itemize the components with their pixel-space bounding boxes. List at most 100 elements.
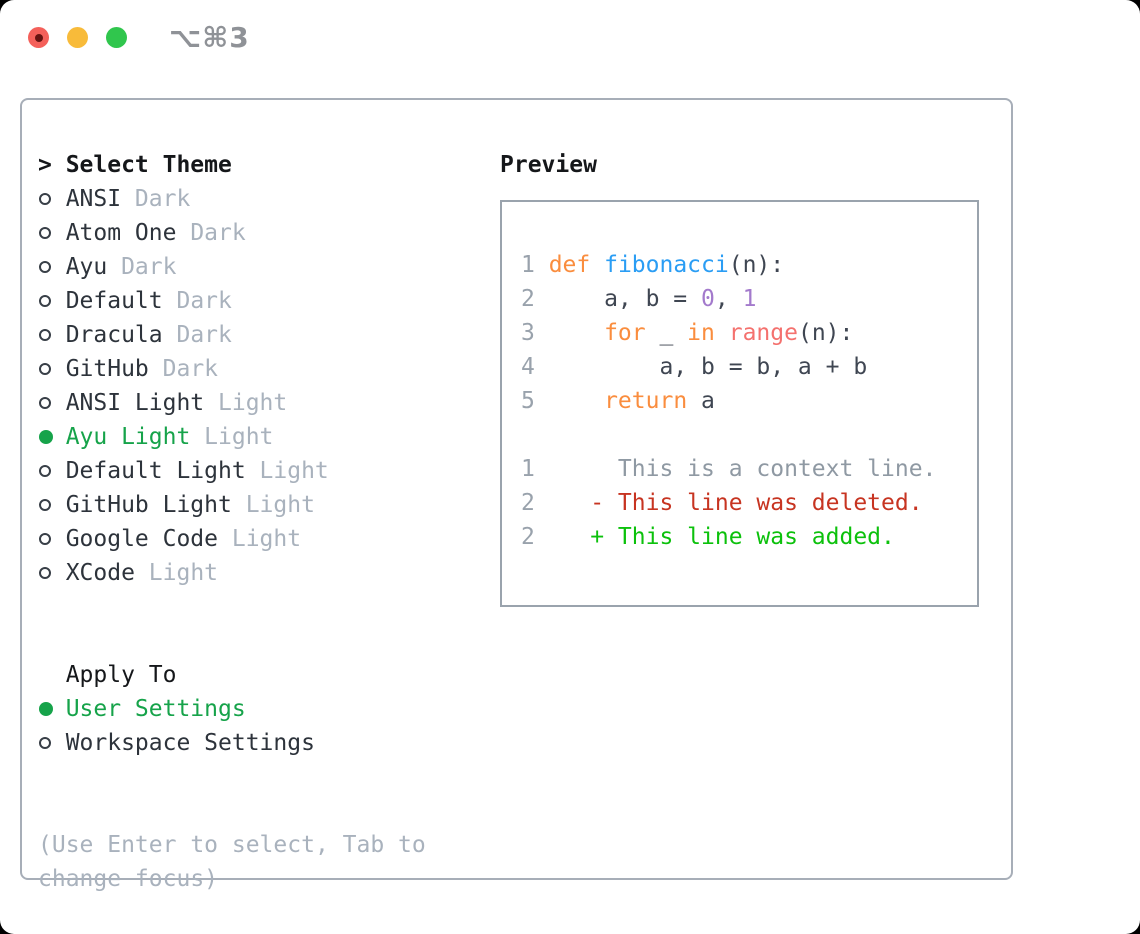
diff-line-context: 1 This is a context line.: [521, 452, 977, 486]
blank-line: [521, 418, 977, 452]
code-token: a: [687, 388, 715, 414]
apply-to-option[interactable]: User Settings: [38, 692, 484, 726]
preview-title: Preview: [500, 152, 597, 178]
theme-option[interactable]: Google Code Light: [38, 522, 484, 556]
diff-text: + This line was added.: [548, 524, 895, 550]
minimize-button[interactable]: [67, 27, 88, 48]
radio-slot: [38, 329, 66, 341]
radio-selected-icon[interactable]: [39, 702, 53, 716]
line-number: 4: [521, 354, 535, 380]
apply-to-title: Apply To: [65, 662, 177, 688]
code-token: fibonacci: [604, 252, 729, 278]
radio-slot: [38, 295, 66, 307]
theme-name: Dracula: [65, 322, 163, 348]
radio-icon[interactable]: [39, 499, 51, 511]
radio-icon[interactable]: [39, 397, 51, 409]
apply-to-label: Workspace Settings: [65, 730, 315, 756]
apply-to-header-row: Apply To: [38, 658, 484, 692]
radio-slot: [38, 261, 66, 273]
radio-icon[interactable]: [39, 533, 51, 545]
theme-variant-tag: Dark: [121, 254, 177, 280]
theme-name: Default: [65, 288, 163, 314]
code-token: [590, 252, 604, 278]
code-token: a, b = b, a + b: [548, 354, 868, 380]
diff-line-deleted: 2 - This line was deleted.: [521, 486, 977, 520]
radio-slot: [38, 702, 66, 716]
title-bar: ⌥⌘3: [0, 0, 1140, 75]
radio-slot: [38, 363, 66, 375]
radio-icon[interactable]: [39, 465, 51, 477]
close-button[interactable]: [28, 27, 49, 48]
theme-variant-tag: Dark: [190, 220, 246, 246]
radio-slot: [38, 193, 66, 205]
line-number: 2: [521, 286, 535, 312]
theme-name: ANSI: [65, 186, 122, 212]
section-spacer: [38, 590, 484, 658]
line-number: 1: [521, 456, 535, 482]
code-token: (n):: [728, 252, 785, 278]
code-token: _: [645, 320, 688, 346]
apply-to-label: User Settings: [65, 696, 246, 722]
radio-icon[interactable]: [39, 261, 51, 273]
code-line: 4 a, b = b, a + b: [521, 350, 977, 384]
code-token: for: [604, 320, 646, 346]
radio-selected-icon[interactable]: [39, 430, 53, 444]
theme-option[interactable]: ANSI Dark: [38, 182, 484, 216]
theme-name: GitHub Light: [65, 492, 232, 518]
window-title: ⌥⌘3: [169, 21, 250, 54]
theme-variant-tag: Dark: [176, 322, 232, 348]
select-theme-header-row: > Select Theme: [38, 148, 484, 182]
theme-name: XCode: [65, 560, 135, 586]
radio-icon[interactable]: [39, 295, 51, 307]
theme-name: Ayu Light: [65, 424, 191, 450]
code-token: 1: [742, 286, 757, 312]
radio-slot: [38, 227, 66, 239]
line-number: 3: [521, 320, 535, 346]
theme-option[interactable]: Dracula Dark: [38, 318, 484, 352]
line-number: 5: [521, 388, 535, 414]
radio-slot: [38, 397, 66, 409]
diff-text: - This line was deleted.: [548, 490, 923, 516]
theme-name: Google Code: [65, 526, 219, 552]
apply-to-option[interactable]: Workspace Settings: [38, 726, 484, 760]
theme-variant-tag: Light: [259, 458, 329, 484]
line-number: 2: [521, 490, 535, 516]
radio-slot: [38, 737, 66, 749]
maximize-button[interactable]: [106, 27, 127, 48]
radio-icon[interactable]: [39, 737, 51, 749]
theme-variant-tag: Dark: [134, 186, 191, 212]
code-token: (n):: [797, 320, 854, 346]
radio-icon[interactable]: [39, 363, 51, 375]
radio-icon[interactable]: [39, 567, 51, 579]
theme-option[interactable]: Atom One Dark: [38, 216, 484, 250]
code-line: 3 for _ in range(n):: [521, 316, 977, 350]
radio-icon[interactable]: [39, 227, 51, 239]
code-token: def: [548, 252, 591, 278]
diff-line-added: 2 + This line was added.: [521, 520, 977, 554]
theme-name: Atom One: [65, 220, 177, 246]
code-token: [549, 388, 604, 414]
theme-name: ANSI Light: [65, 390, 205, 416]
radio-icon[interactable]: [39, 193, 51, 205]
radio-icon[interactable]: [39, 329, 51, 341]
help-text: (Use Enter to select, Tab to change focu…: [38, 832, 426, 892]
code-token: [549, 320, 604, 346]
theme-variant-tag: Light: [231, 526, 302, 552]
code-token: return: [604, 388, 688, 414]
code-token: a, b =: [548, 286, 702, 312]
